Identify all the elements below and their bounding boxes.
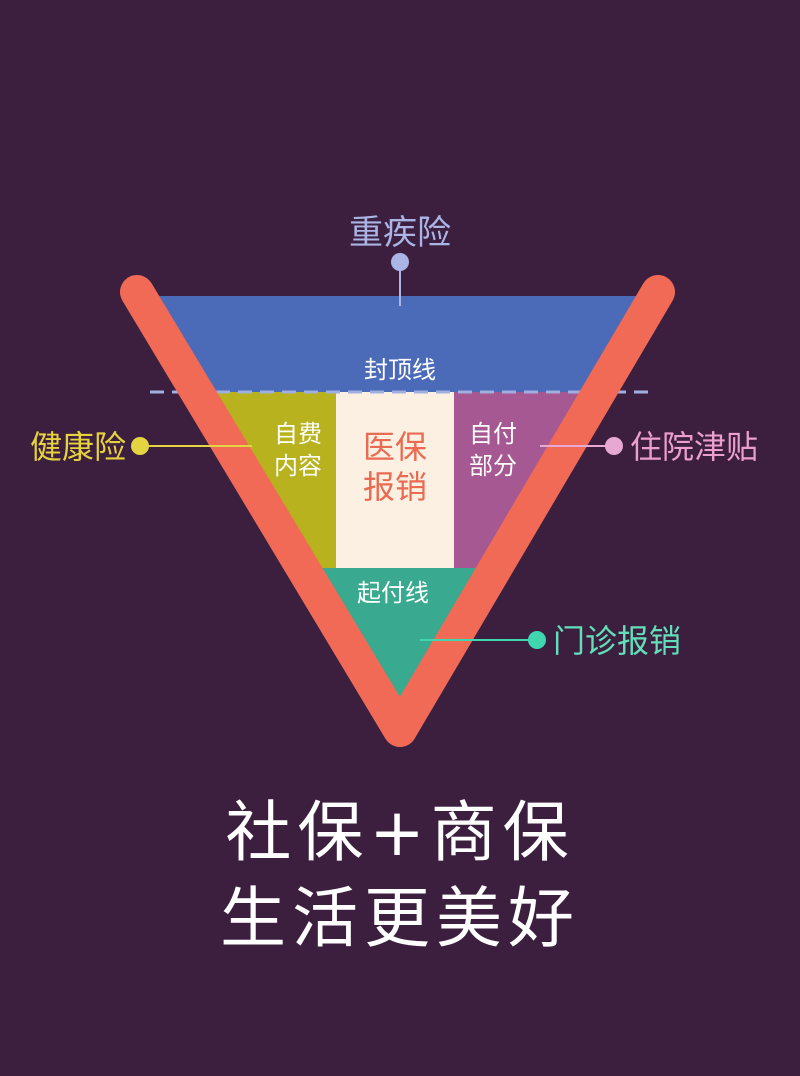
critical-illness-dot <box>391 253 409 271</box>
funnel-frame <box>120 275 675 747</box>
medical-reimbursement-label-line2: 报销 <box>363 468 427 506</box>
outpatient-reimbursement-label: 门诊报销 <box>553 622 681 660</box>
medical-reimbursement-segment <box>336 392 454 568</box>
health-insurance-label: 健康险 <box>30 428 126 466</box>
medical-reimbursement-label-line1: 医保 <box>363 428 427 466</box>
copay-label-line1: 自付 <box>469 420 517 448</box>
hospital-allowance-dot <box>605 437 623 455</box>
copay-label-line2: 部分 <box>469 452 517 480</box>
hospital-allowance-label: 住院津贴 <box>630 428 758 466</box>
critical-illness-band <box>140 296 658 392</box>
critical-illness-label: 重疾险 <box>349 213 451 253</box>
cap-line-label: 封顶线 <box>364 356 436 384</box>
slogan-line-2: 生活更美好 <box>220 880 580 957</box>
self-paid-label-line1: 自费 <box>274 420 322 448</box>
slogan-line-1: 社保+商保 <box>225 794 575 871</box>
outpatient-dot <box>528 631 546 649</box>
health-insurance-dot <box>131 437 149 455</box>
self-paid-label-line2: 内容 <box>274 452 322 480</box>
deductible-line-label: 起付线 <box>357 579 429 607</box>
